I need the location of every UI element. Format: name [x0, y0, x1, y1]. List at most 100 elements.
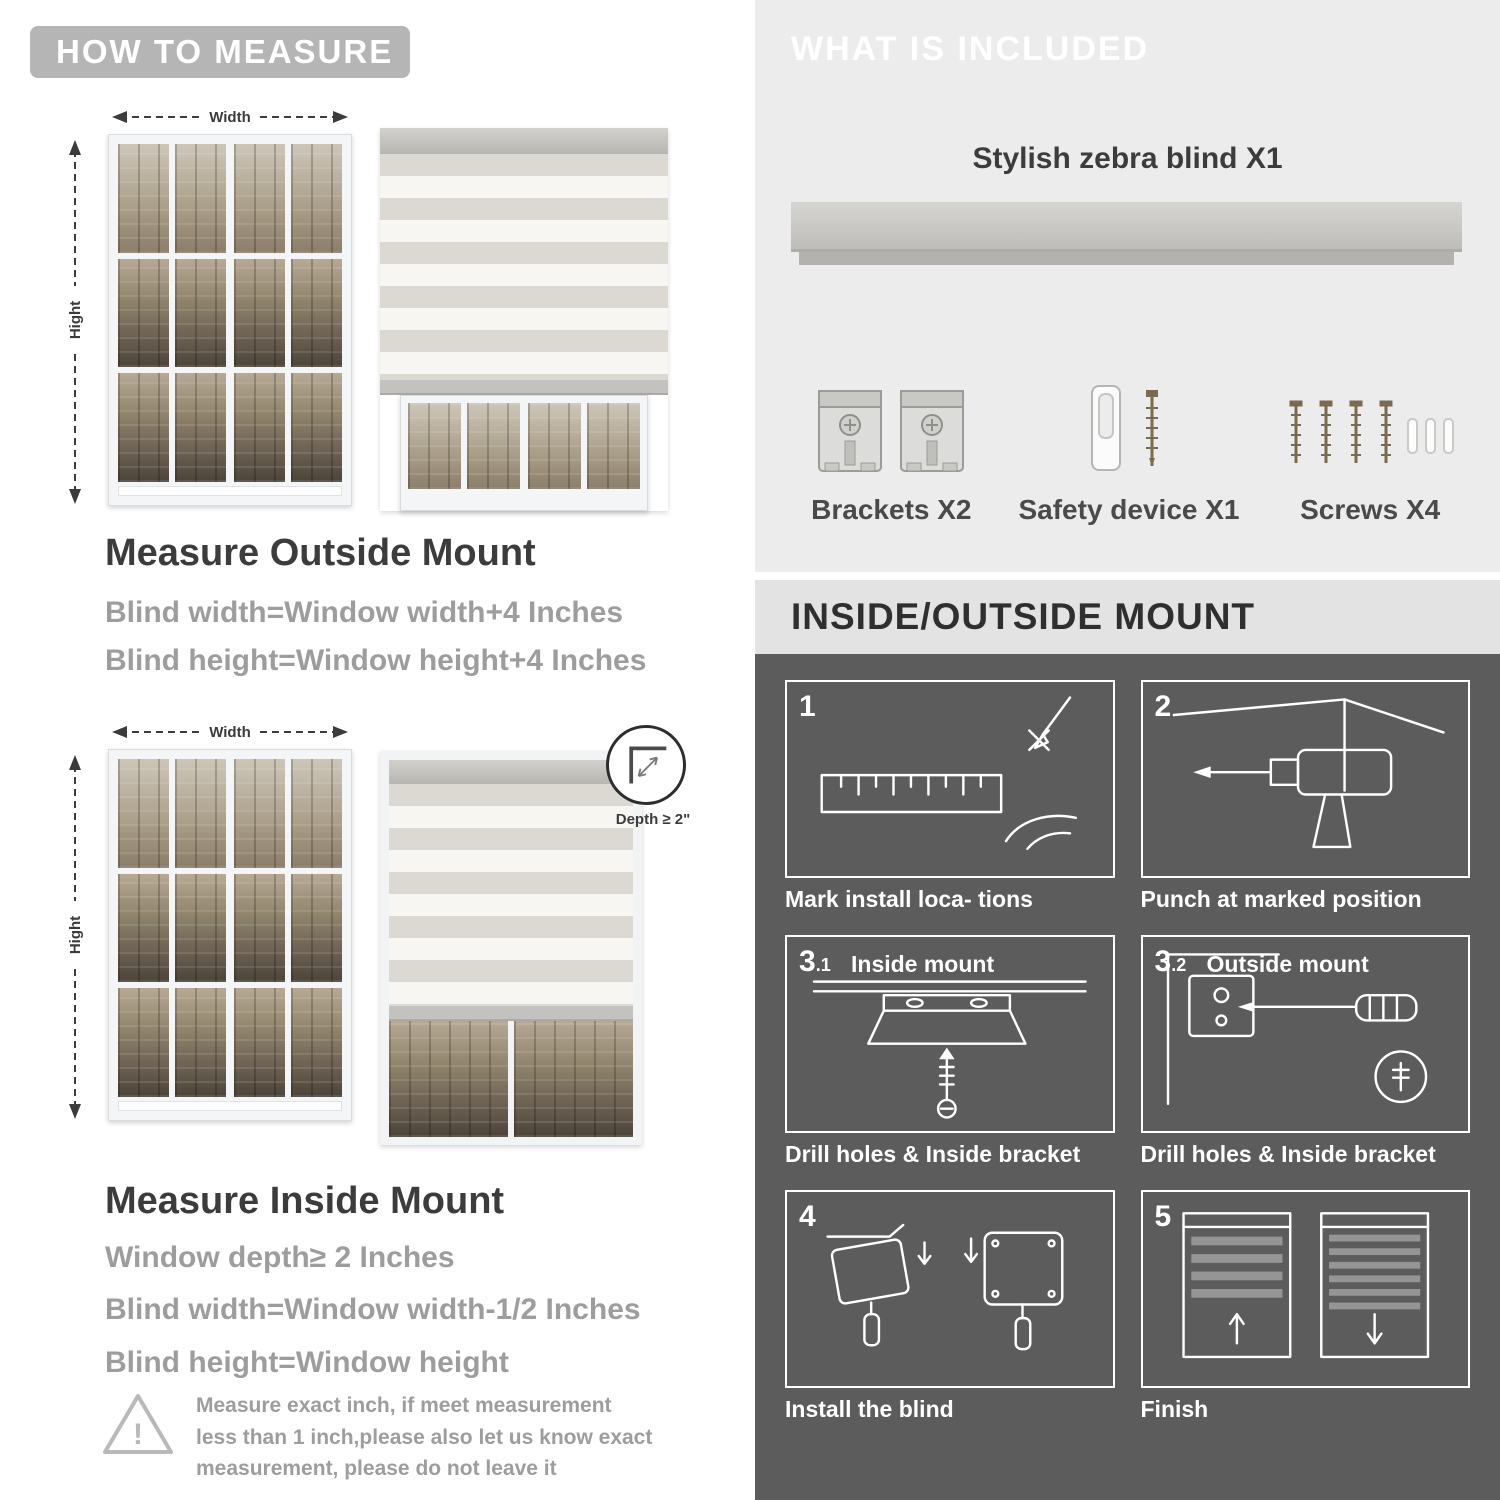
- window-pane: [118, 873, 169, 983]
- window-pane: [234, 258, 285, 368]
- mark-locations-drawing: [820, 696, 1078, 851]
- part-brackets: Brackets X2: [783, 330, 1000, 526]
- step-caption: Mark install loca- tions: [785, 886, 1033, 912]
- step-number: 2: [1154, 690, 1172, 723]
- blind-stripes: [380, 154, 668, 380]
- window-pane: [234, 373, 285, 482]
- window-below-blind: [400, 395, 648, 511]
- step-caption: Drill holes & Inside bracket: [785, 1141, 1081, 1167]
- svg-text:!: !: [133, 1418, 143, 1451]
- step-number: 1: [799, 690, 816, 723]
- screws-label: Screws X4: [1300, 494, 1441, 525]
- mount-section-header: INSIDE/OUTSIDE MOUNT: [755, 580, 1500, 654]
- window-pane: [389, 1021, 508, 1137]
- finish-drawing: [1181, 1212, 1429, 1359]
- blind-bottom-bar: [389, 1006, 633, 1021]
- window-pane: [118, 759, 169, 868]
- step-caption: Punch at marked position: [1140, 886, 1422, 912]
- step-3-2: 3.2 Outside mount: [1140, 935, 1470, 1168]
- step-number: 3.1: [799, 945, 831, 978]
- drill-punch-drawing: [1172, 698, 1445, 849]
- step-4: 4: [785, 1190, 1115, 1423]
- right-column: WHAT IS INCLUDED Stylish zebra blind X1: [755, 0, 1500, 1500]
- blind-cassette: [380, 128, 668, 154]
- part-safety-device: Safety device X1: [1000, 330, 1259, 526]
- zebra-blind-inside-illustration: [380, 751, 642, 1145]
- window-pane: [291, 258, 342, 368]
- outside-mount-rule-height: Blind height=Window height+4 Inches: [105, 644, 647, 677]
- step-5: 5: [1140, 1190, 1470, 1423]
- part-screws: Screws X4: [1258, 330, 1482, 526]
- product-title: Stylish zebra blind X1: [972, 142, 1283, 175]
- window-sash: [234, 759, 342, 1097]
- step-panel-3-1: 3.1 Inside mount: [785, 935, 1115, 1133]
- window-pane: [291, 988, 342, 1097]
- outside-mount-title: Measure Outside Mount: [105, 532, 536, 574]
- window-pane: [234, 873, 285, 983]
- window-pane: [291, 144, 342, 253]
- window-pane: [234, 759, 285, 868]
- window-pane: [175, 759, 226, 868]
- step-panel-4: 4: [785, 1190, 1115, 1388]
- window-pane: [175, 144, 226, 253]
- height-label: Hight: [67, 301, 84, 339]
- window-pane: [118, 373, 169, 482]
- inside-bracket-drawing: [812, 980, 1087, 1119]
- inside-outside-mount-section: INSIDE/OUTSIDE MOUNT 1: [755, 580, 1500, 1500]
- window-pane: [291, 373, 342, 482]
- window-sashes: [408, 403, 640, 489]
- window-sash: [408, 403, 520, 489]
- window-pane: [234, 988, 285, 1097]
- window-sash: [118, 144, 226, 482]
- width-label: Width: [209, 109, 251, 126]
- depth-label: Depth ≥ 2": [615, 811, 691, 828]
- install-blind-drawing: [826, 1223, 1064, 1351]
- step-2: 2 Punch at marked: [1140, 680, 1470, 913]
- measurement-note: Measure exact inch, if meet measurement …: [196, 1394, 653, 1480]
- window-pane: [118, 144, 169, 253]
- window-sashes: [118, 144, 342, 482]
- window-pane: [175, 873, 226, 983]
- outside-mount-diagram: Width Hight: [60, 100, 720, 532]
- screws-icon: [1289, 400, 1454, 463]
- brackets-label: Brackets X2: [811, 494, 972, 525]
- bracket-icon: [900, 390, 965, 472]
- bracket-icons: [815, 330, 967, 480]
- inside-mount-title: Measure Inside Mount: [105, 1180, 505, 1222]
- window-pane: [234, 144, 285, 253]
- step-panel-5: 5: [1140, 1190, 1470, 1388]
- window-sash: [528, 403, 640, 489]
- zebra-blind-outside-illustration: [380, 128, 668, 511]
- what-is-included-header: WHAT IS INCLUDED: [791, 30, 1150, 68]
- depth-magnifier-icon: [606, 725, 686, 805]
- blind-cassette: [389, 760, 633, 784]
- blind-bottom-bar: [380, 380, 668, 395]
- step-panel-3-2: 3.2 Outside mount: [1140, 935, 1470, 1133]
- how-to-measure-section: HOW TO MEASURE Width Hight: [30, 26, 730, 1480]
- height-label: Hight: [67, 916, 84, 954]
- safety-device-label: Safety device X1: [1018, 494, 1240, 525]
- window-photo-strip: [389, 1021, 633, 1137]
- window-sash: [118, 759, 226, 1097]
- window-pane: [291, 873, 342, 983]
- what-is-included-section: WHAT IS INCLUDED Stylish zebra blind X1: [755, 0, 1500, 572]
- step-sublabel: Inside mount: [851, 951, 995, 977]
- inside-mount-rule-height: Blind height=Window height: [105, 1346, 509, 1379]
- step-caption: Drill holes & Inside bracket: [1140, 1141, 1436, 1167]
- mount-steps-grid: 1 Mark install loca- tions: [755, 654, 1500, 1423]
- step-1: 1 Mark install loca- tions: [785, 680, 1115, 913]
- safety-device-icons: [1074, 330, 1184, 480]
- inside-mount-diagram: Width Hight: [60, 715, 730, 1167]
- outside-bracket-drawing: [1166, 953, 1427, 1106]
- height-arrow: Hight: [67, 140, 84, 504]
- window-photo-illustration: [108, 134, 352, 506]
- included-parts: Brackets X2 Safety device X1: [783, 330, 1482, 526]
- window-pane: [175, 258, 226, 368]
- window-pane: [118, 258, 169, 368]
- inside-mount-rule-depth: Window depth≥ 2 Inches: [105, 1241, 455, 1274]
- inside-mount-rule-width: Blind width=Window width-1/2 Inches: [105, 1293, 641, 1326]
- how-to-measure-header: HOW TO MEASURE: [30, 26, 410, 78]
- window-sashes: [118, 759, 342, 1097]
- step-3-1: 3.1 Inside mount: [785, 935, 1115, 1168]
- warning-triangle-icon: !: [103, 1394, 173, 1454]
